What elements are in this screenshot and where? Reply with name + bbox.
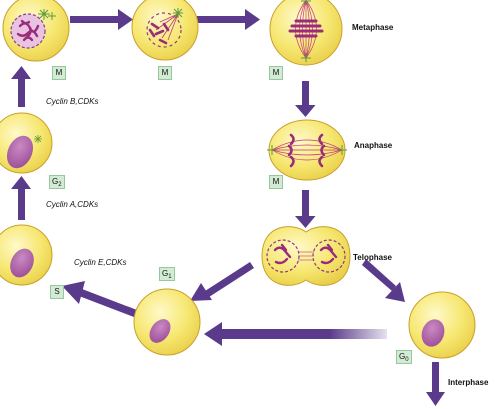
cell-anaphase xyxy=(267,119,347,181)
badge-s: S xyxy=(50,285,64,299)
arrow-telophase-to-g1 xyxy=(190,262,254,301)
label-interphase: Interphase xyxy=(448,378,489,387)
arrow-down-2 xyxy=(295,190,316,228)
centrosome-icon xyxy=(34,135,42,143)
cell-metaphase xyxy=(269,0,343,66)
badge-g2-sub: 2 xyxy=(58,182,62,188)
cell-g2 xyxy=(0,112,53,174)
badge-m-2: M xyxy=(158,66,172,80)
chromosomes-icon xyxy=(273,243,338,265)
arrows xyxy=(11,9,445,406)
centrosome-icon xyxy=(38,9,56,20)
badge-g2: G2 xyxy=(49,175,65,189)
badge-m-1: M xyxy=(52,66,66,80)
label-cyclin-b: Cyclin B,CDKs xyxy=(46,97,99,106)
arrow-g0-to-g1 xyxy=(204,322,387,346)
chromosomes-icon xyxy=(16,19,40,42)
arrow-up-2 xyxy=(11,176,31,220)
badge-g2-letter: G xyxy=(52,177,59,186)
badge-m-4: M xyxy=(269,175,283,189)
cell-g0 xyxy=(408,291,476,359)
badge-m-3: M xyxy=(269,66,283,80)
badge-g0-sub: 0 xyxy=(405,357,409,363)
chromosomes-icon xyxy=(288,19,324,38)
arrow-down-exit xyxy=(426,362,445,406)
label-metaphase: Metaphase xyxy=(352,23,394,32)
arrow-right-2 xyxy=(197,9,260,30)
cell-telophase xyxy=(261,226,351,286)
label-anaphase: Anaphase xyxy=(354,141,393,150)
label-telophase: Telophase xyxy=(353,253,392,262)
arrow-right-1 xyxy=(70,9,133,30)
arrow-g1-to-s xyxy=(62,281,137,317)
arrow-up-1 xyxy=(11,66,31,107)
badge-g0: G0 xyxy=(396,350,412,364)
chromosomes-icon xyxy=(287,133,326,168)
chromosomes-icon xyxy=(148,22,170,45)
badge-g1-sub: 1 xyxy=(168,274,172,280)
arrow-telophase-to-g0 xyxy=(362,259,405,302)
label-cyclin-e: Cyclin E,CDKs xyxy=(74,258,127,267)
arrow-down-1 xyxy=(295,81,316,117)
spindle-icon xyxy=(271,139,343,161)
cell-g1 xyxy=(133,288,201,356)
cell-prometaphase xyxy=(131,0,199,61)
badge-g0-letter: G xyxy=(399,352,406,361)
cell-s xyxy=(0,224,53,286)
cell-prophase xyxy=(2,0,70,62)
centrosome-icon xyxy=(267,145,347,155)
label-cyclin-a: Cyclin A,CDKs xyxy=(46,200,99,209)
centrosome-icon xyxy=(301,0,311,62)
centrosome-icon xyxy=(173,8,183,18)
badge-g1-letter: G xyxy=(162,269,169,278)
badge-g1: G1 xyxy=(159,267,175,281)
